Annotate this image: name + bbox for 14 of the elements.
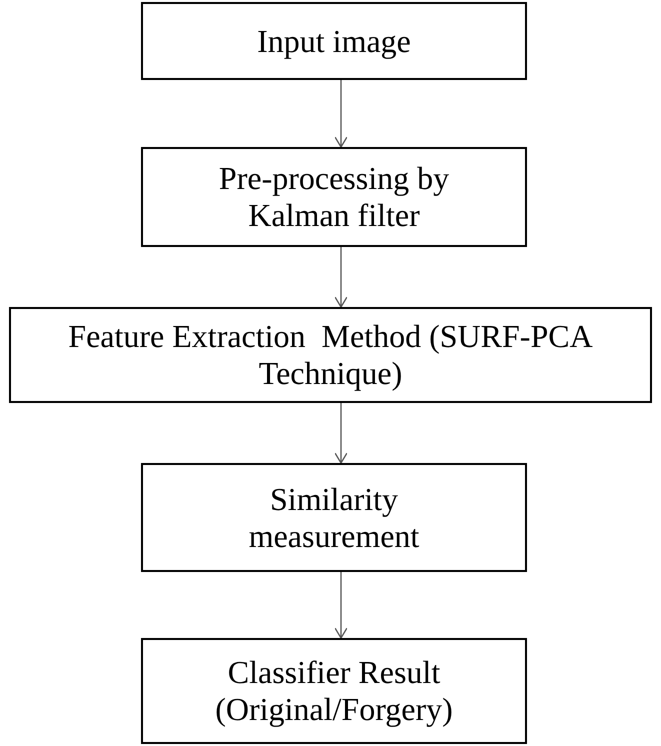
process-box xyxy=(9,307,652,403)
process-box xyxy=(141,638,527,744)
box-label: Similarity measurement xyxy=(248,480,420,554)
box-label: Feature Extraction Method (SURF-PCA Technique) xyxy=(67,318,594,392)
box-label: Pre-processing by Kalman filter xyxy=(218,160,450,234)
box-label: Classifier Result (Original/Forgery) xyxy=(214,654,454,728)
process-box xyxy=(141,147,527,247)
arrow xyxy=(334,572,348,639)
process-box xyxy=(141,2,527,80)
box-label: Input image xyxy=(257,22,411,60)
arrow xyxy=(334,403,348,464)
process-box xyxy=(141,463,527,572)
arrow xyxy=(334,247,348,308)
arrow xyxy=(334,80,348,148)
